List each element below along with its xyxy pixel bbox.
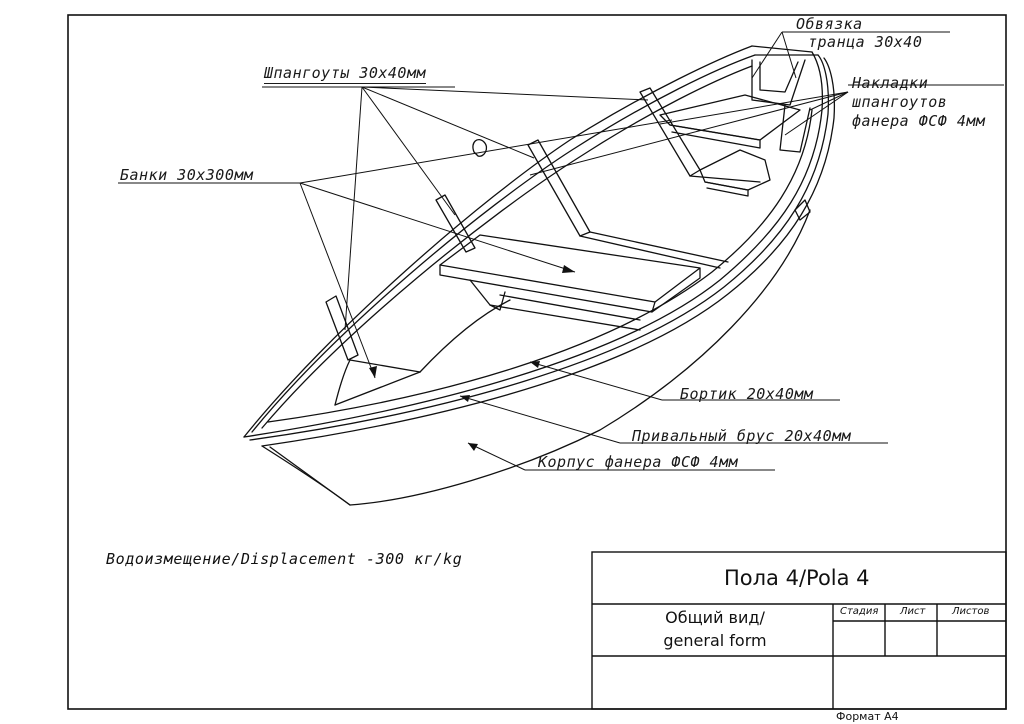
paper-format: Формат А4	[836, 710, 899, 723]
drawing-frame	[67, 14, 1007, 710]
label-privalny: Привальный брус 20х40мм	[632, 427, 852, 445]
label-nakladki-line1: Накладки	[852, 74, 929, 92]
title-block	[591, 551, 1007, 710]
displacement-note: Водоизмещение/Displacement -300 кг/kg	[106, 550, 463, 568]
drawing-subtitle-line2: general form	[663, 631, 767, 650]
boat-drawing	[243, 45, 836, 506]
label-obvyazka-line2: транца 30х40	[808, 33, 923, 51]
label-obvyazka-line1: Обвязка	[796, 15, 863, 33]
label-shpangouty-text: Шпангоуты 30х40мм	[264, 64, 427, 84]
drawing-subtitle-line1: Общий вид/	[665, 608, 765, 627]
label-nakladki-line2: шпангоутов	[852, 93, 948, 111]
header-sheets: Листов	[952, 606, 990, 617]
label-bortik: Бортик 20х40мм	[680, 385, 814, 403]
header-stage: Стадия	[840, 606, 879, 617]
header-sheet: Лист	[900, 606, 926, 617]
leader-arrowheads	[369, 265, 575, 451]
label-korpus: Корпус фанера ФСФ 4мм	[538, 453, 739, 471]
label-nakladki-line3: фанера ФСФ 4мм	[852, 112, 986, 130]
leader-lines	[118, 31, 1004, 471]
label-banki: Банки 30х300мм	[120, 166, 254, 184]
label-shpangouty: Шпангоуты 30х40мм	[264, 64, 427, 84]
drawing-title: Пола 4/Pola 4	[724, 566, 870, 590]
